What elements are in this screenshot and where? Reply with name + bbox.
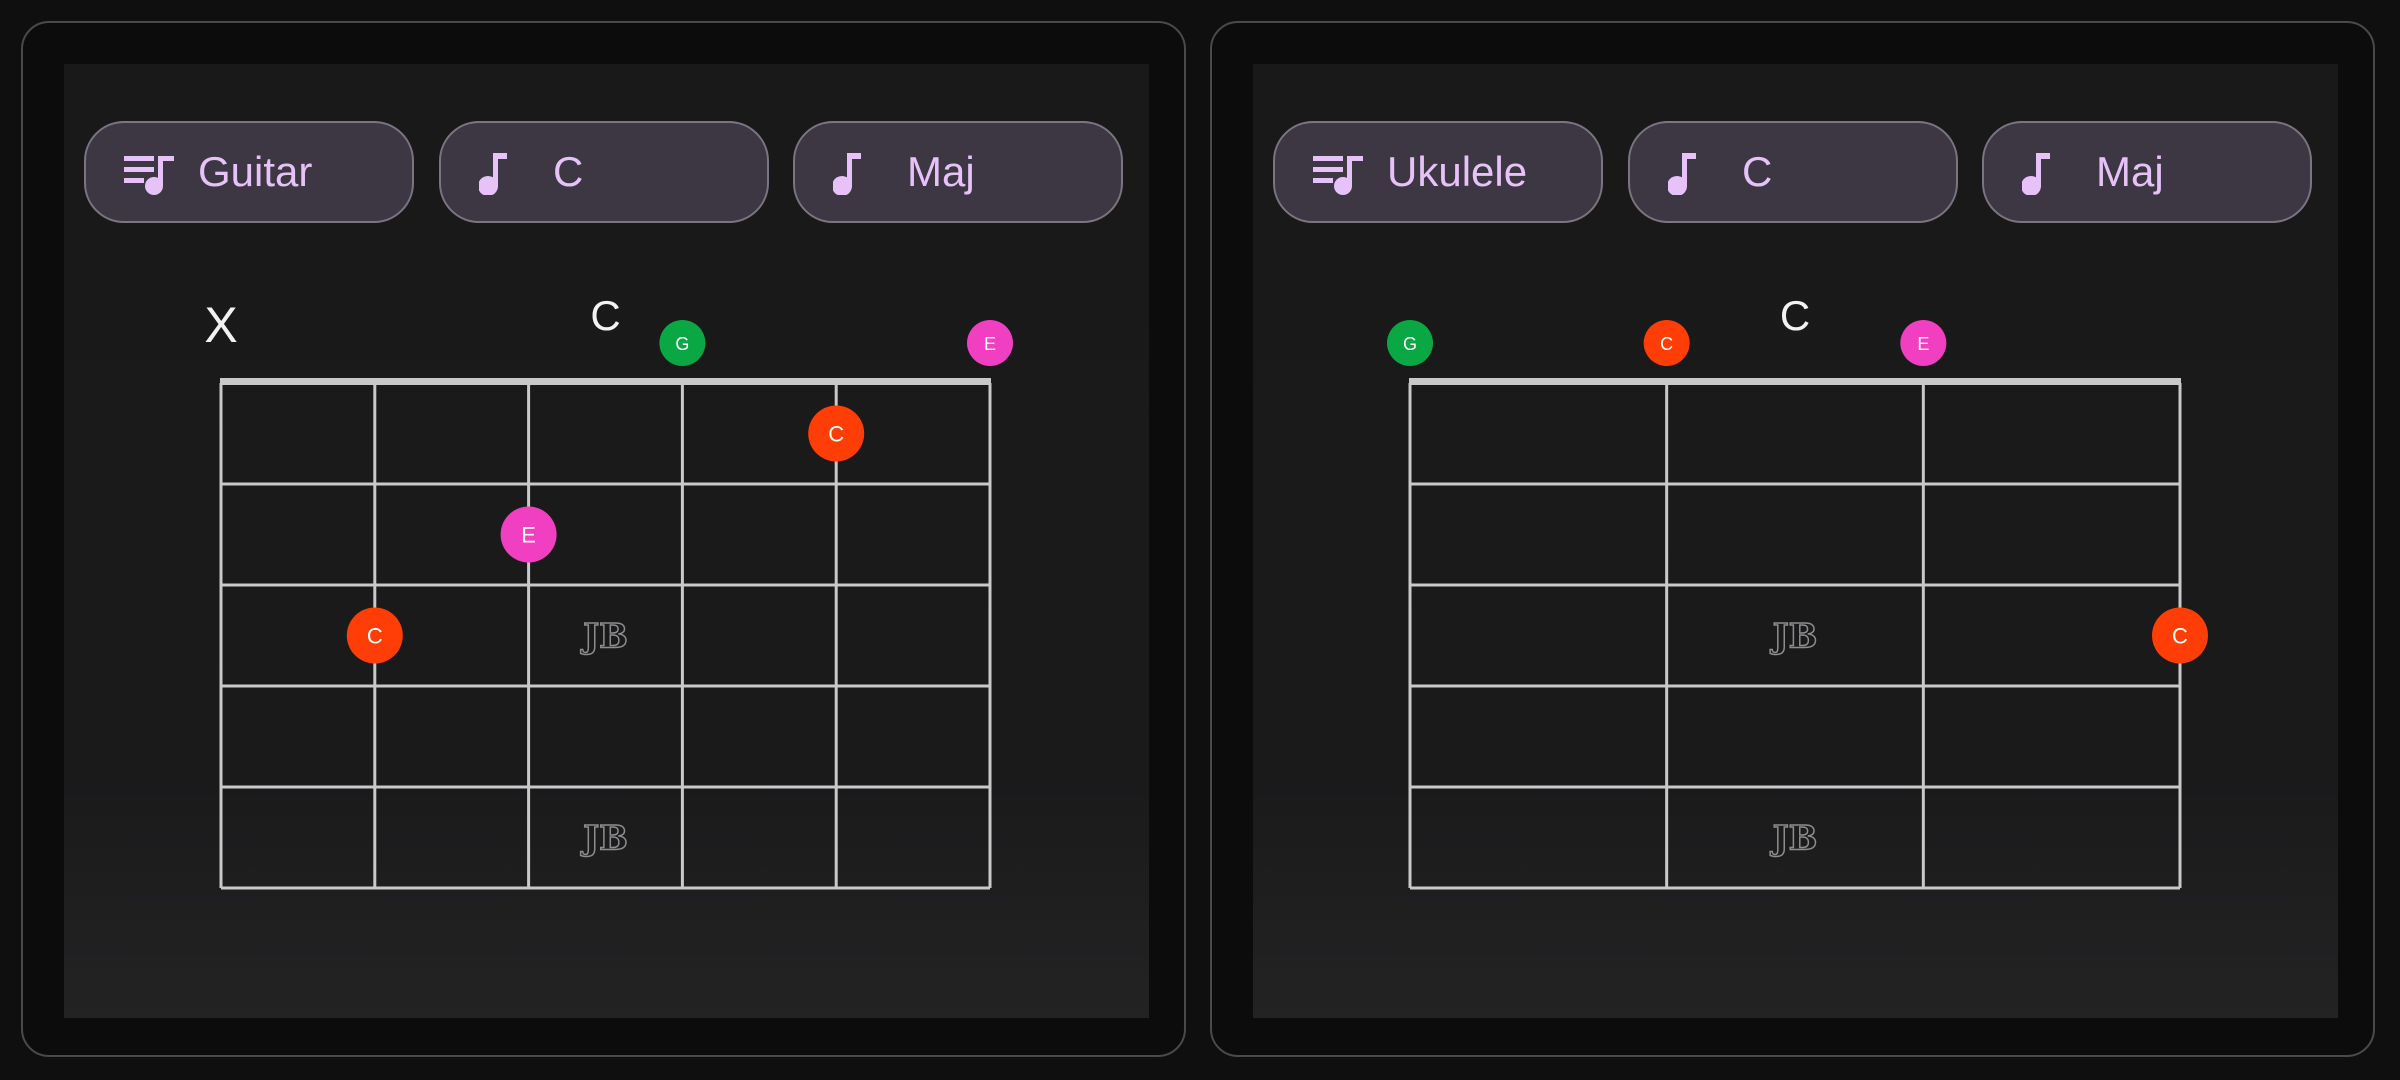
instrument-label: Guitar — [198, 148, 313, 195]
instrument-label: Ukulele — [1387, 148, 1528, 195]
chord-quality-selector[interactable]: Maj — [1982, 121, 2312, 223]
music-note-icon — [478, 149, 531, 196]
fret-inlay-logo: JB — [580, 617, 628, 657]
instrument-selector[interactable]: Ukulele — [1273, 121, 1603, 223]
fretted-note-E: E — [500, 506, 557, 563]
root-note-selector[interactable]: C — [1628, 121, 1958, 223]
root-note-label: C — [553, 148, 584, 195]
fret-inlay-logo: JB — [580, 819, 628, 859]
open-note-C: C — [1643, 320, 1690, 366]
selector-row: Ukulele C — [1273, 121, 2318, 225]
music-note-icon — [1667, 149, 1720, 196]
nut — [220, 378, 991, 385]
fretted-note-C: C — [346, 607, 403, 664]
fretboard-ukulele: JB JB C G C E C — [1387, 292, 2208, 890]
music-note-icon — [2021, 149, 2074, 196]
note-label: C — [2172, 624, 2188, 649]
open-note-E: E — [967, 320, 1013, 366]
chord-quality-label: Maj — [907, 148, 975, 195]
note-label: E — [984, 334, 996, 354]
note-label: C — [828, 422, 844, 447]
fretted-note-C: C — [2152, 607, 2208, 664]
panel-inner: Ukulele C — [1253, 64, 2338, 1018]
chord-quality-label: Maj — [2096, 148, 2164, 195]
note-dot — [967, 320, 1013, 366]
note-dot — [2152, 607, 2208, 664]
note-label: C — [367, 624, 383, 649]
note-label: G — [1403, 334, 1417, 354]
fretted-note-C: C — [808, 405, 865, 462]
muted-string-marker: X — [204, 297, 237, 353]
fretboard-guitar: JB JB C X G E C E C — [204, 292, 1013, 890]
note-dot — [1900, 320, 1947, 366]
note-dot — [500, 506, 557, 563]
queue-music-icon — [124, 153, 176, 195]
note-dot — [1387, 320, 1433, 366]
fret-inlay-logo: JB — [1770, 617, 1818, 657]
music-note-icon — [832, 149, 885, 196]
open-note-G: G — [1387, 320, 1433, 366]
queue-music-icon — [1313, 153, 1365, 195]
note-dot — [346, 607, 403, 664]
note-dot — [808, 405, 865, 462]
note-label: E — [521, 523, 536, 548]
note-label: C — [1660, 334, 1673, 354]
open-note-E: E — [1900, 320, 1947, 366]
panel-inner: Guitar C — [64, 64, 1149, 1018]
root-note-label: C — [1742, 148, 1773, 195]
fret-inlay-logo: JB — [1770, 819, 1818, 859]
note-label: G — [675, 334, 689, 354]
note-label: E — [1917, 334, 1929, 354]
open-note-G: G — [659, 320, 706, 366]
chord-name: C — [1780, 292, 1810, 339]
nut — [1409, 378, 2181, 385]
chord-panel-guitar: Guitar C — [21, 21, 1186, 1057]
instrument-selector[interactable]: Guitar — [84, 121, 414, 223]
note-dot — [1643, 320, 1690, 366]
selector-row: Guitar C — [84, 121, 1129, 225]
chord-name: C — [590, 292, 620, 339]
chord-quality-selector[interactable]: Maj — [793, 121, 1123, 223]
root-note-selector[interactable]: C — [439, 121, 769, 223]
note-dot — [659, 320, 706, 366]
